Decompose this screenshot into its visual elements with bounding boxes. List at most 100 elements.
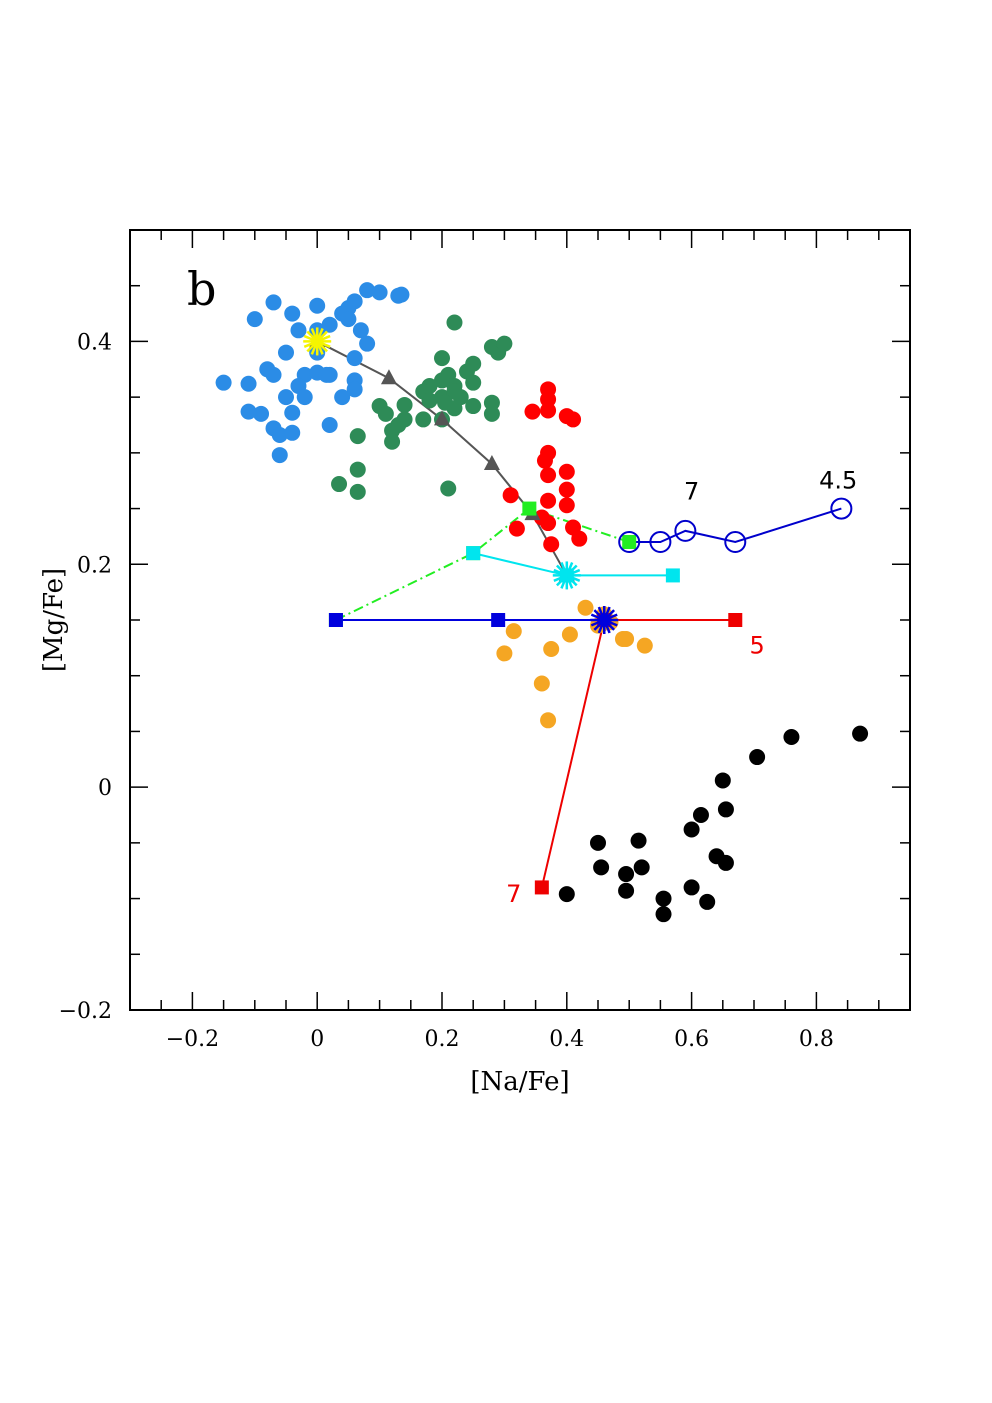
- data-point: [543, 536, 560, 553]
- data-point: [683, 821, 700, 838]
- star-ray: [553, 568, 581, 582]
- open-circle-marker: [674, 519, 697, 542]
- scatter-points: [215, 282, 869, 923]
- square-marker: [622, 535, 637, 549]
- open-circle-marker: [724, 531, 747, 553]
- data-point: [290, 322, 307, 339]
- y-tick-label: 0: [98, 776, 112, 801]
- square-marker: [522, 501, 537, 516]
- data-point: [465, 398, 482, 415]
- y-tick-label: 0.2: [77, 553, 112, 578]
- data-point: [630, 832, 647, 849]
- annotation-label: 4.5: [819, 467, 857, 495]
- data-point: [540, 712, 557, 729]
- data-point: [565, 411, 582, 428]
- data-point: [540, 402, 557, 419]
- data-point: [446, 314, 463, 331]
- data-point: [318, 366, 335, 383]
- data-point: [359, 335, 376, 352]
- data-point: [692, 807, 709, 823]
- x-tick-label: 0.2: [425, 1027, 460, 1052]
- x-tick-label: −0.2: [166, 1027, 219, 1052]
- data-point: [561, 626, 578, 643]
- data-point: [558, 497, 575, 514]
- star-ray: [590, 613, 618, 627]
- data-point: [346, 350, 363, 367]
- data-point: [505, 623, 522, 640]
- data-point: [558, 463, 575, 480]
- data-point: [434, 372, 450, 389]
- data-point: [717, 854, 734, 871]
- star-marker: [552, 561, 581, 590]
- data-point: [352, 322, 369, 339]
- x-tick-label: 0.4: [549, 1027, 584, 1052]
- data-point: [618, 630, 635, 647]
- data-point: [393, 286, 410, 303]
- data-point: [540, 467, 557, 484]
- square-marker: [328, 613, 343, 627]
- open-circle-marker: [649, 531, 672, 553]
- data-point: [483, 405, 500, 422]
- data-point: [265, 366, 282, 383]
- data-point: [749, 749, 766, 766]
- data-point: [434, 350, 450, 367]
- data-point: [496, 645, 513, 662]
- data-point: [359, 282, 376, 299]
- data-point: [502, 487, 519, 504]
- data-point: [246, 311, 263, 328]
- data-point: [284, 404, 301, 421]
- star-ray: [303, 334, 331, 348]
- data-point: [349, 428, 366, 445]
- data-point: [496, 335, 513, 352]
- data-point: [377, 405, 394, 422]
- data-point: [536, 452, 553, 469]
- square-marker: [728, 613, 743, 627]
- open-circle-marker: [830, 497, 853, 520]
- triangle-marker: [380, 369, 397, 385]
- data-point: [714, 772, 731, 789]
- data-point: [618, 866, 635, 883]
- data-point: [533, 675, 550, 692]
- model-line: [629, 507, 842, 544]
- data-point: [349, 483, 366, 500]
- data-point: [540, 391, 557, 408]
- data-point: [240, 375, 257, 392]
- data-point: [340, 311, 357, 328]
- star-marker: [590, 606, 619, 634]
- data-point: [346, 381, 363, 398]
- data-point: [334, 389, 351, 406]
- line-markers: [303, 327, 853, 895]
- panel-label: b: [187, 262, 216, 316]
- data-point: [683, 879, 700, 896]
- data-point: [699, 893, 716, 910]
- data-point: [253, 405, 270, 422]
- data-point: [321, 316, 338, 333]
- data-point: [421, 392, 438, 409]
- data-point: [636, 637, 653, 654]
- data-point: [524, 403, 541, 420]
- square-marker: [491, 613, 506, 627]
- data-point: [465, 374, 482, 391]
- square-marker: [466, 546, 481, 561]
- data-point: [717, 801, 734, 818]
- data-point: [437, 394, 454, 411]
- x-axis-label: [Na/Fe]: [470, 1067, 569, 1097]
- data-point: [540, 492, 557, 509]
- data-point: [618, 882, 635, 899]
- star-marker: [303, 327, 332, 356]
- data-point: [655, 890, 672, 907]
- data-point: [543, 640, 560, 657]
- model-line: [540, 619, 606, 888]
- data-point: [655, 906, 672, 923]
- plot-frame: [129, 229, 911, 1011]
- data-point: [346, 293, 363, 310]
- square-marker: [534, 880, 549, 895]
- data-point: [783, 729, 800, 745]
- data-point: [483, 394, 500, 411]
- data-point: [384, 433, 401, 450]
- x-tick-label: 0.6: [674, 1027, 709, 1052]
- y-tick-label: −0.2: [59, 999, 112, 1024]
